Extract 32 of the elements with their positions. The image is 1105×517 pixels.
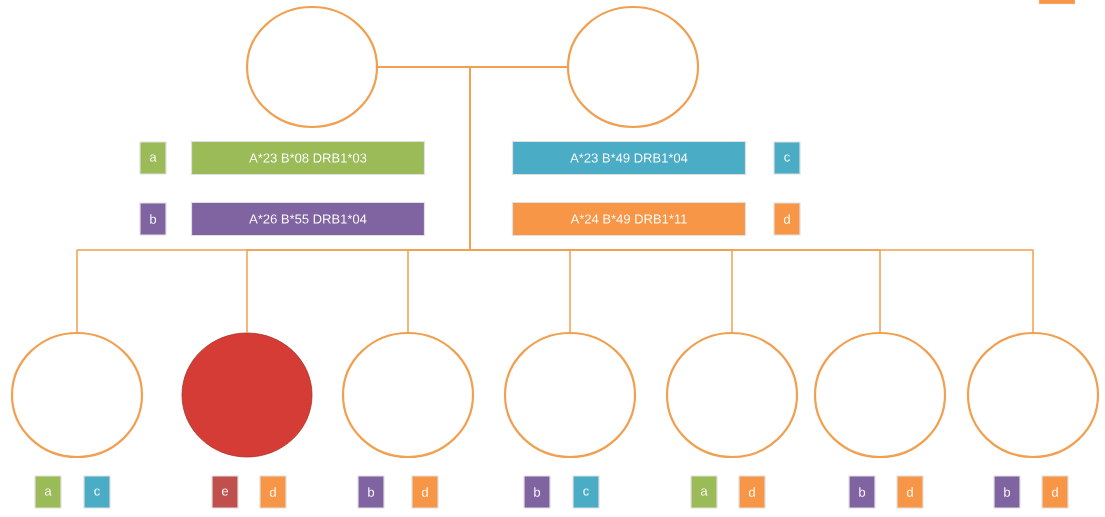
circle — [813, 331, 947, 459]
letter-box: d — [773, 202, 801, 236]
letter-box: b — [523, 475, 551, 509]
letter-box: c — [572, 475, 600, 509]
allele-box: A*26 B*55 DRB1*04 — [190, 201, 426, 237]
letter-box: d — [738, 475, 766, 509]
letter-box: d — [411, 475, 439, 509]
circle — [966, 331, 1100, 459]
circle — [245, 5, 379, 129]
letter-box: a — [34, 475, 62, 509]
letter-box: d — [896, 475, 924, 509]
box — [1038, 0, 1076, 5]
letter-box: b — [993, 475, 1021, 509]
circle — [10, 331, 144, 459]
letter-box: d — [1041, 475, 1069, 509]
letter-box: d — [259, 475, 287, 509]
letter-box: a — [690, 475, 718, 509]
circle — [341, 331, 475, 459]
circle — [566, 5, 700, 129]
letter-box: b — [357, 475, 385, 509]
letter-box: c — [83, 475, 111, 509]
letter-box: c — [773, 141, 801, 175]
letter-box: b — [848, 475, 876, 509]
circle — [503, 331, 637, 459]
letter-box: a — [139, 141, 167, 175]
allele-box: A*24 B*49 DRB1*11 — [511, 201, 747, 237]
circle — [665, 331, 799, 459]
allele-box: A*23 B*49 DRB1*04 — [511, 140, 747, 176]
allele-box: A*23 B*08 DRB1*03 — [190, 140, 426, 176]
letter-box: e — [211, 475, 239, 509]
letter-box: b — [139, 202, 167, 236]
filled-circle — [181, 332, 313, 458]
